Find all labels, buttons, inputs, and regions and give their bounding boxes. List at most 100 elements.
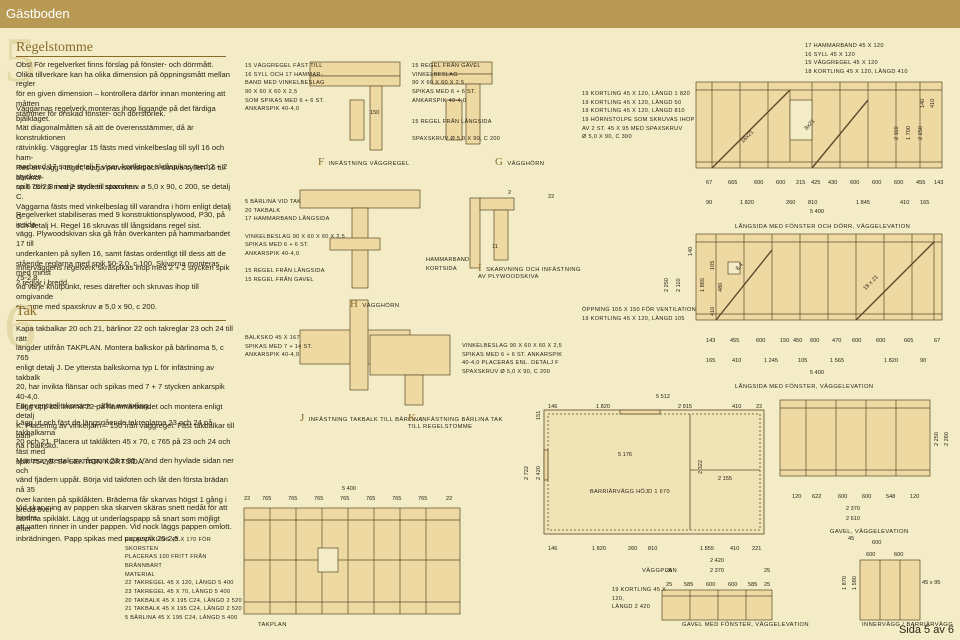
caption-langsida-door: Långsida med fönster och dörr, väggeleva… — [735, 224, 911, 230]
dim-takplan-4: 765 — [340, 496, 350, 502]
dim-elev1-top-4: 215 — [796, 180, 806, 186]
dim-elev2-top-10: 67 — [934, 338, 941, 344]
dim-elev2-mid-2: 1 245 — [764, 358, 778, 364]
callout-f-left: 15 Väggregel fäst till 16 syll och 17 ha… — [245, 63, 325, 113]
dim-takplan-8: 22 — [446, 496, 453, 502]
wall-plan — [543, 409, 765, 535]
section-number-6: 6 — [4, 290, 36, 361]
dim-elev1-mid-0: 90 — [706, 200, 713, 206]
caption-takplan: Takplan — [258, 622, 287, 628]
dim-elev2-top-9: 665 — [904, 338, 914, 344]
dim-elev1-right-1: 410 — [930, 98, 936, 108]
dim-elev2-mid-5: 1 820 — [884, 358, 898, 364]
dim-gavel-right-1: 2 260 — [944, 432, 950, 446]
callout-h-left: 5 Bärlina vid tak 20 Takbalk 17 Hammarba… — [245, 199, 346, 283]
dim-vaggplan-top-1: 1 820 — [596, 404, 610, 410]
caption-detail-f: FInfästning väggregel — [318, 156, 410, 168]
dim-detail-h-2: 11 — [492, 244, 498, 250]
dim-takplan-7: 765 — [418, 496, 428, 502]
dim-elev2-top-1: 455 — [730, 338, 740, 344]
dim-elev2-left-4: 480 — [718, 282, 724, 292]
dim-elev1-mid-5: 410 — [900, 200, 910, 206]
section-title-tak: Tak — [16, 304, 37, 319]
elevation-langsida-window — [695, 233, 943, 321]
dim-takplan-total: 5 400 — [342, 486, 356, 492]
caption-detail-k: KInfästning bärlina tak till regelstomme — [408, 412, 503, 430]
dim-elev2-mid-1: 410 — [732, 358, 742, 364]
paragraph-regelverk: Regelverket stabiliseras med 9 konstrukt… — [16, 210, 231, 288]
paragraph-obs: Obs! För regelverket finns förslag på fö… — [16, 60, 231, 118]
dim-vaggplan-top-2: 2 915 — [678, 404, 692, 410]
paragraph-kapa: Kapa takbalkar 20 och 21, bärlinor 22 oc… — [16, 324, 235, 450]
dim-takplan-5: 765 — [366, 496, 376, 502]
dim-gavelf-sub-0: 25 — [666, 582, 673, 588]
legend-takplan: ev. avväxling 45 x 170 för skorsten plac… — [125, 537, 242, 621]
page-number: Sida 5 av 6 — [898, 624, 954, 636]
dim-vaggplan-mid-2: 2 322 — [698, 460, 704, 474]
caption-gavel-fonster: Gavel med fönster, väggelevation — [682, 622, 809, 628]
dim-elev2-total: 5 400 — [810, 370, 824, 376]
dim-elev1-right-0: 140 — [920, 98, 926, 108]
roof-plan — [243, 507, 461, 615]
dim-vaggplan-mid-0: 5 176 — [618, 452, 632, 458]
dim-gavel-row-5: 120 — [910, 494, 920, 500]
dim-elev1-mid-4: 1 845 — [856, 200, 870, 206]
elevation-langsida-door — [695, 81, 943, 169]
section-divider — [16, 56, 226, 57]
legend-mid: 19 Kortling 45 x 120, längd 1 820 19 Kor… — [582, 91, 695, 141]
dim-takplan-1: 765 — [262, 496, 272, 502]
legend-vaggplan-kortling: 19 Kortling 45 x 120, längd 2 420 — [612, 587, 667, 611]
dim-elev1-top-5: 425 — [811, 180, 821, 186]
dim-gavelf-sub-5: 25 — [764, 582, 771, 588]
dim-detail-h-0: 2 — [508, 190, 512, 196]
dim-elev1-right-2: 1 700 — [906, 126, 912, 140]
dim-elev1-top-0: 67 — [706, 180, 713, 186]
dim-vaggplan-mid-1: 2 155 — [718, 476, 732, 482]
dim-vaggplan-top-0: 146 — [548, 404, 558, 410]
dim-elev2-left-1: 2 110 — [676, 278, 682, 292]
dim-elev1-top-1: 665 — [728, 180, 738, 186]
dim-vaggplan-left-2: 2 722 — [524, 466, 530, 480]
detail-k-beam — [369, 334, 451, 376]
dim-vaggplan-total-top: 5 512 — [656, 394, 670, 400]
legend-opening: Öppning 105 x 150 för ventilation 19 Kor… — [582, 307, 696, 322]
dim-elev2-top-0: 143 — [706, 338, 716, 344]
dim-elev2-mid-0: 165 — [706, 358, 716, 364]
dim-gavel-mid: 2 370 — [846, 506, 860, 512]
dim-inner-0: 1 870 — [842, 576, 848, 590]
dim-elev1-top-3: 600 — [776, 180, 786, 186]
paragraph-res-vagg: Res en vägg i taget, staga provisoriskt … — [16, 163, 231, 231]
dim-elev1-right-4: 2 250 — [918, 126, 924, 140]
detail-f-stud — [369, 85, 383, 151]
dim-gavel-row-3: 600 — [862, 494, 872, 500]
dim-inner-1: 1 580 — [852, 576, 858, 590]
dim-elev2-top-3: 150 — [780, 338, 790, 344]
dim-elev1-mid-6: 165 — [920, 200, 930, 206]
paragraph-skorsten: För eventuell skorsten – utför avväxling… — [16, 401, 151, 410]
dim-gavelf-row-0: 25 — [666, 568, 673, 574]
dim-vaggplan-left-1: 2 420 — [536, 466, 542, 480]
elevation-innervagg — [859, 559, 921, 621]
paragraph-pappskarv: Vid skarvning av pappen ska skarven skär… — [16, 503, 232, 532]
dim-vaggplan-top-3: 410 — [732, 404, 742, 410]
dim-inner-3: 600 — [866, 552, 876, 558]
dim-gavel-row-1: 622 — [812, 494, 822, 500]
paragraph-innervagg: Innerväggens regelverk skråspikas ihop m… — [16, 263, 230, 311]
paragraph-yttertak: Montera yttertak av råspont 23 x 95. Vän… — [16, 456, 234, 543]
caption-detail-g: GVägghörn — [495, 156, 545, 168]
dim-vaggplan-top-4: 22 — [756, 404, 763, 410]
dim-elev1-top-6: 430 — [828, 180, 838, 186]
dim-elev2-top-6: 470 — [832, 338, 842, 344]
dim-elev1-mid-2: 260 — [786, 200, 796, 206]
dim-takplan-2: 765 — [288, 496, 298, 502]
dim-gavelf-row-1: 2 370 — [710, 568, 724, 574]
dim-vaggplan-bottom-2: 260 — [628, 546, 638, 552]
dim-gavelf-sub-2: 600 — [706, 582, 716, 588]
dim-gavelf-sub-4: 585 — [748, 582, 758, 588]
dim-elev2-top-8: 600 — [876, 338, 886, 344]
callout-g-right: 15 Regel från långsida spaxskruv ø 5,0 x… — [412, 119, 501, 143]
dim-gavelf-sub-1: 585 — [684, 582, 694, 588]
dim-vaggplan-bottom-3: 810 — [648, 546, 658, 552]
elevation-gavel-window — [661, 589, 773, 621]
